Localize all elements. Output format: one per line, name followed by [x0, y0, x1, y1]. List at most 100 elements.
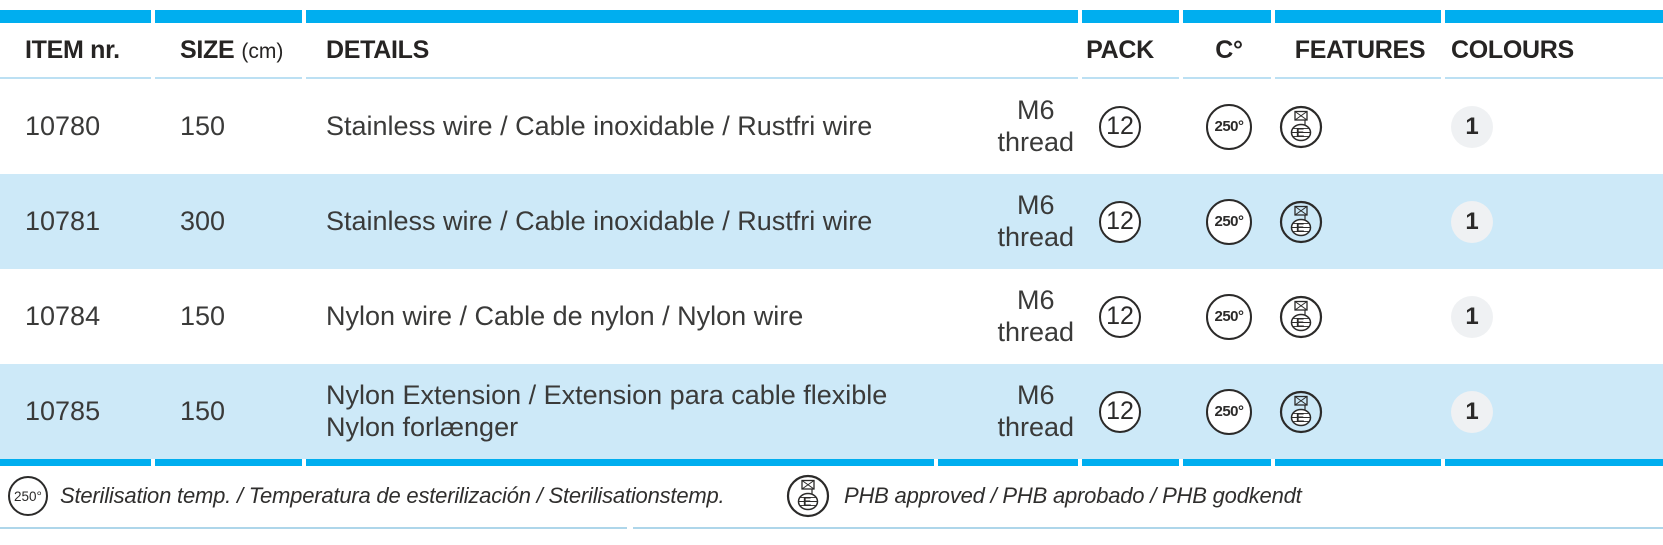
thread-spec: M6 thread [997, 190, 1074, 252]
bottom-border-segment [1082, 459, 1183, 466]
temperature-value: 250° [1214, 213, 1244, 230]
temperature-value: 250° [1214, 118, 1244, 135]
phb-approved-icon [1279, 390, 1323, 433]
colours-cell: 1 [1445, 105, 1663, 148]
separator-segment [1082, 77, 1183, 79]
catalog-product-table: ITEM nr. SIZE(cm) DETAILS PACK C° FEATUR… [0, 10, 1663, 545]
sterilisation-temp-icon: 250° [8, 476, 48, 516]
thread-spec: M6 thread [997, 285, 1074, 347]
colour-count-value: 1 [1465, 397, 1479, 425]
separator-segment [1445, 77, 1663, 79]
sterilisation-temp-icon: 250° [1206, 293, 1252, 340]
details-line-1: Stainless wire / Cable inoxidable / Rust… [326, 205, 873, 236]
colour-count-badge: 1 [1451, 390, 1493, 433]
column-header-item-nr: ITEM nr. [25, 35, 120, 64]
details-cell: Stainless wire / Cable inoxidable / Rust… [306, 190, 1082, 252]
thread-line-1: M6 [1016, 190, 1055, 221]
table-bottom-border [0, 459, 1663, 466]
legend-sterilisation: 250° Sterilisation temp. / Temperatura d… [8, 476, 725, 516]
pack-quantity-icon: 12 [1099, 105, 1141, 148]
details-text: Nylon Extension / Extension para cable f… [326, 380, 887, 443]
thread-spec: M6 thread [997, 380, 1074, 442]
separator-segment [155, 77, 306, 79]
pack-quantity-value: 12 [1106, 207, 1134, 235]
column-header-details: DETAILS [326, 35, 429, 64]
column-header-size: SIZE(cm) [155, 36, 306, 65]
table-row: 10781 300 Stainless wire / Cable inoxida… [0, 174, 1663, 269]
thread-line-2: thread [997, 221, 1074, 252]
header-separator-line [0, 77, 1663, 79]
table-top-border [0, 10, 1663, 23]
bottom-rule-segment [0, 527, 627, 529]
column-header-colours: COLOURS [1451, 35, 1574, 64]
top-border-segment [1275, 10, 1445, 23]
bottom-rule-segment [633, 527, 1663, 529]
top-border-segment [1445, 10, 1663, 23]
size-value: 150 [180, 111, 226, 141]
colour-count-value: 1 [1465, 207, 1479, 235]
separator-segment [1183, 77, 1275, 79]
bottom-border-segment [1445, 459, 1663, 466]
colours-cell: 1 [1445, 295, 1663, 338]
features-cell [1275, 200, 1445, 244]
colour-count-badge: 1 [1451, 295, 1493, 338]
temperature-cell: 250° [1183, 198, 1275, 245]
size-unit-label: (cm) [241, 39, 284, 63]
temperature-cell: 250° [1183, 293, 1275, 340]
top-border-segment [1183, 10, 1275, 23]
colour-count-value: 1 [1465, 112, 1479, 140]
pack-cell: 12 [1082, 295, 1183, 338]
thread-line-2: thread [997, 316, 1074, 347]
size-label: SIZE [180, 35, 235, 64]
colour-count-value: 1 [1465, 302, 1479, 330]
legend-row: 250° Sterilisation temp. / Temperatura d… [0, 466, 1663, 526]
size-value: 150 [180, 301, 226, 331]
thread-spec: M6 thread [997, 95, 1074, 157]
top-border-segment [0, 10, 155, 23]
details-line-1: Nylon Extension / Extension para cable f… [326, 380, 888, 411]
separator-segment [306, 77, 1082, 79]
details-line-1: Nylon wire / Cable de nylon / Nylon wire [326, 300, 804, 331]
pack-quantity-value: 12 [1106, 397, 1134, 425]
details-line-2: Nylon forlænger [326, 411, 519, 442]
details-line-1: Stainless wire / Cable inoxidable / Rust… [326, 110, 873, 141]
separator-segment [1275, 77, 1445, 79]
sterilisation-temp-icon: 250° [1206, 388, 1252, 435]
item-nr-value: 10785 [25, 396, 101, 426]
bottom-border-segment [155, 459, 306, 466]
thread-line-1: M6 [1016, 285, 1055, 316]
item-nr-value: 10784 [25, 301, 101, 331]
table-row: 10780 150 Stainless wire / Cable inoxida… [0, 79, 1663, 174]
table-header-row: ITEM nr. SIZE(cm) DETAILS PACK C° FEATUR… [0, 23, 1663, 77]
pack-quantity-value: 12 [1106, 302, 1134, 330]
pack-quantity-icon: 12 [1099, 390, 1141, 433]
thread-line-1: M6 [1016, 95, 1055, 126]
size-value: 150 [180, 396, 226, 426]
thread-line-1: M6 [1016, 380, 1055, 411]
item-nr-value: 10781 [25, 206, 101, 236]
bottom-border-segment [938, 459, 1082, 466]
thread-line-2: thread [997, 411, 1074, 442]
details-text: Stainless wire / Cable inoxidable / Rust… [326, 111, 872, 142]
pack-cell: 12 [1082, 105, 1183, 148]
pack-cell: 12 [1082, 390, 1183, 433]
item-nr-value: 10780 [25, 111, 101, 141]
details-text: Nylon wire / Cable de nylon / Nylon wire [326, 301, 803, 332]
pack-cell: 12 [1082, 200, 1183, 243]
bottom-rule-gap [627, 527, 633, 529]
top-border-segment [1082, 10, 1183, 23]
legend-sterilisation-text: Sterilisation temp. / Temperatura de est… [60, 483, 725, 508]
details-cell: Nylon Extension / Extension para cable f… [306, 380, 1082, 443]
phb-approved-icon [1279, 105, 1323, 148]
page-bottom-rule [0, 527, 1663, 529]
colours-cell: 1 [1445, 390, 1663, 433]
phb-approved-icon [786, 474, 830, 518]
pack-quantity-icon: 12 [1099, 295, 1141, 338]
thread-line-2: thread [997, 126, 1074, 157]
features-cell [1275, 105, 1445, 149]
temperature-value: 250° [1214, 403, 1244, 420]
top-border-segment [155, 10, 306, 23]
column-header-temperature: C° [1215, 35, 1243, 64]
pack-quantity-value: 12 [1106, 112, 1134, 140]
legend-phb-text: PHB approved / PHB aprobado / PHB godken… [844, 483, 1302, 508]
